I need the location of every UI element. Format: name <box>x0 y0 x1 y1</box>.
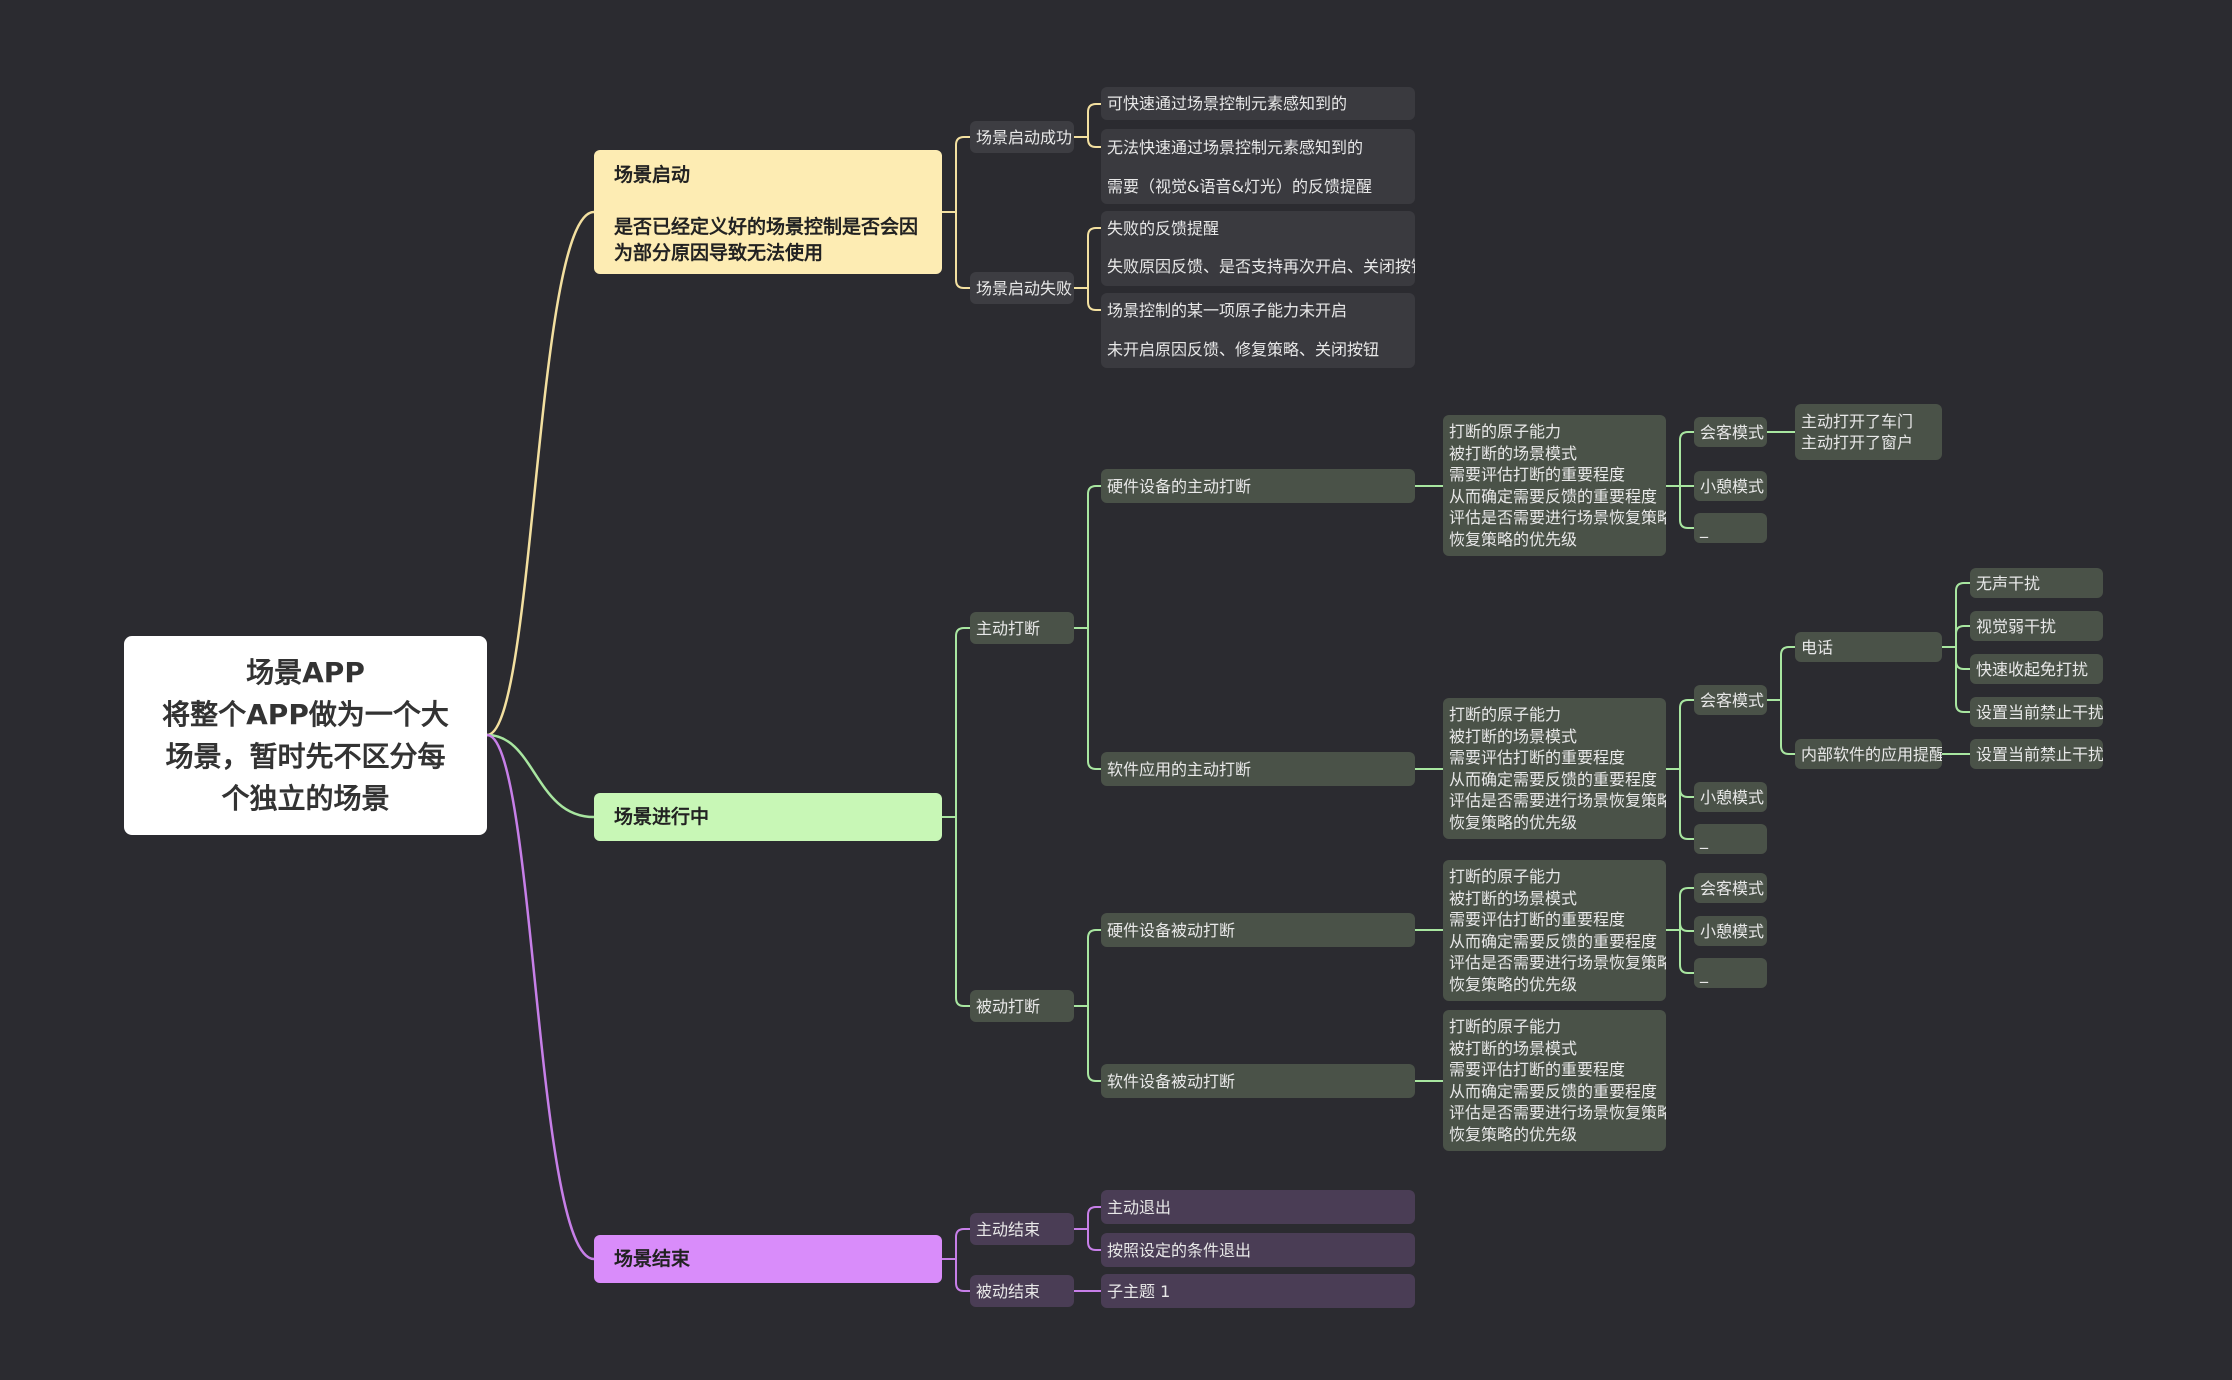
connector-curve <box>486 733 595 819</box>
connector-fork <box>955 1228 970 1259</box>
connector-fork <box>1087 628 1101 770</box>
connector-fork <box>955 1259 970 1292</box>
mode-ph-guest[interactable]: 会客模式 <box>1694 873 1767 903</box>
connector-fork <box>955 136 970 212</box>
connector-fork <box>1087 103 1101 137</box>
connector-fork <box>955 212 970 289</box>
mode-as-phone-item-3[interactable]: 快速收起免打扰 <box>1970 654 2103 684</box>
detail-active-software: 打断的原子能力 被打断的场景模式 需要评估打断的重要程度 从而确定需要反馈的重要… <box>1443 698 1666 839</box>
node-fail-item-2a[interactable]: 场景控制的某一项原子能力未开启 <box>1107 300 1348 320</box>
connector-fork <box>1780 700 1795 755</box>
node-fail-item-1b: 失败原因反馈、是否支持再次开启、关闭按钮 <box>1107 256 1415 276</box>
node-success-item-1[interactable]: 可快速通过场景控制元素感知到的 <box>1101 87 1415 120</box>
node-end-active[interactable]: 主动结束 <box>970 1213 1074 1245</box>
root-node[interactable]: 场景APP 将整个APP做为一个大 场景，暂时先不区分每 个独立的场景 <box>124 636 487 835</box>
connector-fork <box>955 817 970 1007</box>
connector-fork <box>1955 625 1970 647</box>
connector-curve <box>486 210 595 737</box>
node-end-active-item-1[interactable]: 主动退出 <box>1101 1190 1415 1224</box>
node-active-hardware[interactable]: 硬件设备的主动打断 <box>1101 469 1415 503</box>
group-fail-item-1 <box>1101 211 1415 286</box>
group-success-item-2 <box>1101 129 1415 204</box>
node-active-software[interactable]: 软件应用的主动打断 <box>1101 752 1415 786</box>
connector-fork <box>1087 288 1101 311</box>
node-end-passive-item-1[interactable]: 子主题 1 <box>1101 1274 1415 1308</box>
node-end-passive[interactable]: 被动结束 <box>970 1275 1074 1307</box>
mode-ah-guest[interactable]: 会客模式 <box>1694 417 1767 447</box>
connector-fork <box>1679 699 1694 769</box>
mode-ph-other[interactable]: _ <box>1694 958 1767 988</box>
node-passive-interrupt[interactable]: 被动打断 <box>970 990 1074 1022</box>
connector-fork <box>955 627 970 817</box>
mode-as-phone-item-2[interactable]: 视觉弱干扰 <box>1970 611 2103 641</box>
connector-fork <box>1679 930 1694 974</box>
node-start-fail[interactable]: 场景启动失败 <box>970 272 1074 304</box>
mode-as-phone[interactable]: 电话 <box>1795 632 1942 662</box>
mode-as-inner-item[interactable]: 设置当前禁止干扰 <box>1970 739 2103 769</box>
node-end-active-item-2[interactable]: 按照设定的条件退出 <box>1101 1233 1415 1267</box>
node-success-item-2a[interactable]: 无法快速通过场景控制元素感知到的 <box>1107 137 1364 157</box>
mode-as-phone-item-1[interactable]: 无声干扰 <box>1970 568 2103 598</box>
connector-fork <box>1087 227 1101 288</box>
connector-fork <box>1679 769 1694 840</box>
connector-fork <box>1955 647 1970 670</box>
node-fail-item-2b: 未开启原因反馈、修复策略、关闭按钮 <box>1107 339 1380 359</box>
connector-fork <box>1087 1206 1101 1229</box>
connector-fork <box>1087 1006 1101 1082</box>
branch-scene-start[interactable]: 场景启动 是否已经定义好的场景控制是否会因 为部分原因导致无法使用 <box>594 150 942 274</box>
group-fail-item-2 <box>1101 293 1415 368</box>
node-start-success[interactable]: 场景启动成功 <box>970 121 1074 153</box>
connector-fork <box>1087 137 1101 148</box>
connector-fork <box>1679 922 1694 932</box>
mode-ah-other[interactable]: _ <box>1694 513 1767 543</box>
connector-fork <box>1780 646 1795 700</box>
node-fail-item-1a[interactable]: 失败的反馈提醒 <box>1107 218 1220 238</box>
connector-fork <box>1679 486 1694 529</box>
connector-fork <box>1955 647 1970 713</box>
detail-active-hardware: 打断的原子能力 被打断的场景模式 需要评估打断的重要程度 从而确定需要反馈的重要… <box>1443 415 1666 556</box>
mode-as-phone-item-4[interactable]: 设置当前禁止干扰 <box>1970 697 2103 727</box>
mode-ah-guest-detail: 主动打开了车门 主动打开了窗户 <box>1795 404 1942 460</box>
connector-fork <box>1087 1229 1101 1251</box>
mode-as-other[interactable]: _ <box>1694 824 1767 854</box>
node-success-item-2b: 需要（视觉&语音&灯光）的反馈提醒 <box>1107 176 1372 196</box>
branch-scene-running[interactable]: 场景进行中 <box>594 793 942 841</box>
mode-as-nap[interactable]: 小憩模式 <box>1694 782 1767 812</box>
detail-passive-hardware: 打断的原子能力 被打断的场景模式 需要评估打断的重要程度 从而确定需要反馈的重要… <box>1443 860 1666 1001</box>
node-passive-software[interactable]: 软件设备被动打断 <box>1101 1064 1415 1098</box>
node-active-interrupt[interactable]: 主动打断 <box>970 612 1074 644</box>
mode-ph-nap[interactable]: 小憩模式 <box>1694 916 1767 946</box>
connector-fork <box>1679 431 1694 486</box>
mode-ah-nap[interactable]: 小憩模式 <box>1694 471 1767 501</box>
connector-curve <box>486 733 595 1261</box>
branch-scene-end[interactable]: 场景结束 <box>594 1235 942 1283</box>
connector-fork <box>1679 769 1694 798</box>
connector-fork <box>1955 582 1970 647</box>
node-passive-hardware[interactable]: 硬件设备被动打断 <box>1101 913 1415 947</box>
mode-as-inner[interactable]: 内部软件的应用提醒 <box>1795 739 1942 769</box>
detail-passive-software: 打断的原子能力 被打断的场景模式 需要评估打断的重要程度 从而确定需要反馈的重要… <box>1443 1010 1666 1151</box>
connector-fork <box>1087 485 1101 628</box>
connector-fork <box>1087 929 1101 1006</box>
connector-fork <box>1679 887 1694 930</box>
mode-as-guest[interactable]: 会客模式 <box>1694 685 1767 715</box>
